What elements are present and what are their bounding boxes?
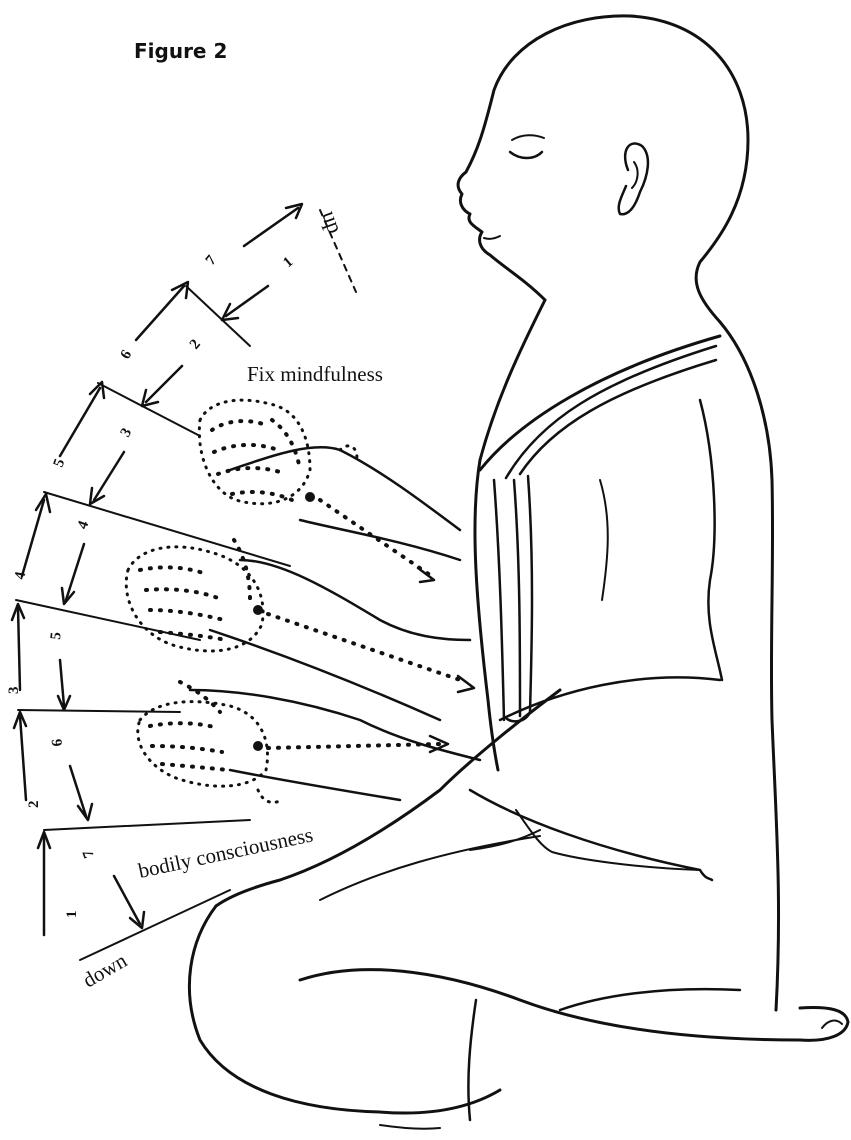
- figure-title: Figure 2: [134, 39, 227, 63]
- label-down: down: [79, 948, 132, 992]
- outer-number-7: 7: [203, 252, 220, 268]
- label-up: up: [317, 207, 348, 236]
- outer-number-1: 1: [64, 911, 80, 919]
- outer-number-6: 6: [118, 347, 136, 362]
- label-fix-mindfulness: Fix mindfulness: [247, 362, 383, 386]
- inner-number-3: 3: [118, 426, 136, 440]
- inner-arc-arrows: [58, 286, 268, 928]
- outer-number-2: 2: [26, 801, 42, 809]
- inner-number-1: 1: [280, 254, 296, 271]
- inner-number-2: 2: [187, 337, 204, 353]
- inner-number-5: 5: [48, 631, 65, 640]
- inner-number-6: 6: [49, 738, 66, 747]
- outer-number-4: 4: [12, 570, 29, 581]
- outer-number-3: 3: [6, 687, 22, 695]
- outer-numbers: 1 2 3 4 5 6 7: [6, 252, 220, 918]
- inner-number-7: 7: [80, 847, 98, 860]
- inner-number-4: 4: [75, 518, 93, 531]
- label-bodily-consciousness: bodily consciousness: [136, 822, 315, 882]
- hand-position-middle: [126, 540, 474, 720]
- hand-position-bottom: [138, 682, 480, 802]
- outer-number-5: 5: [51, 457, 69, 470]
- hand-position-top: [199, 400, 460, 582]
- seated-figure: [189, 16, 848, 1129]
